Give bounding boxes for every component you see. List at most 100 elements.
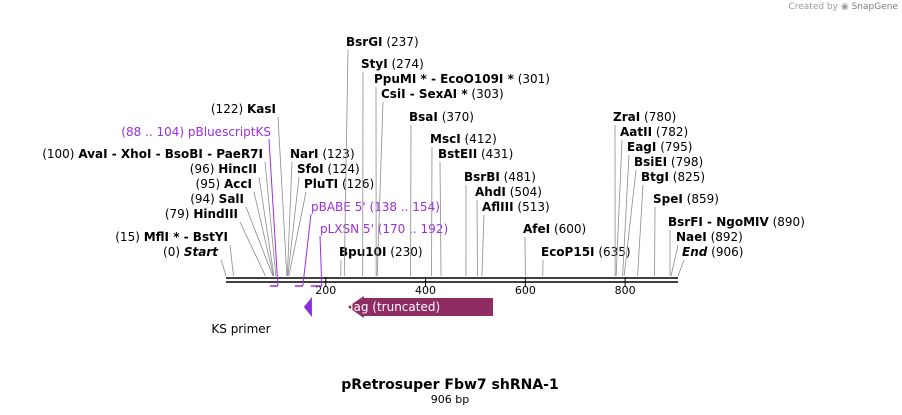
enzyme-name: AatII: [620, 125, 652, 139]
enzyme-pos: (303): [471, 87, 503, 101]
enzyme-btgi[interactable]: BtgI (825): [641, 170, 705, 184]
enzyme-name: NaeI: [676, 230, 707, 244]
enzyme-bpu10i[interactable]: Bpu10I (230): [339, 245, 423, 259]
leader-line: [439, 161, 442, 277]
enzyme-pos: (513): [517, 200, 549, 214]
enzyme-labels-right: NarI (123) SfoI (124) PluTI (126) Bpu10I…: [290, 35, 805, 259]
enzyme-pos: (0): [163, 245, 180, 259]
map-title: pRetrosuper Fbw7 shRNA-1: [341, 377, 558, 393]
enzyme-pos: (906): [711, 245, 743, 259]
enzyme-name: BsrBI: [464, 170, 500, 184]
axis-tick-label: 800: [615, 284, 636, 297]
enzyme-name: CsiI - SexAI *: [381, 87, 468, 101]
enzyme-start[interactable]: (0) Start: [163, 245, 219, 259]
enzyme-pos: (15): [115, 230, 140, 244]
ks-primer-label: KS primer: [211, 322, 270, 336]
axis-tick-label: 400: [415, 284, 436, 297]
enzyme-pos: (635): [598, 245, 630, 259]
enzyme-pluti[interactable]: PluTI (126): [304, 177, 374, 191]
enzyme-name: AvaI - XhoI - BsoBI - PaeR7I: [78, 147, 263, 161]
enzyme-ecop15i[interactable]: EcoP15I (635): [541, 245, 631, 259]
enzyme-name: AhdI: [475, 185, 506, 199]
leader-line: [239, 221, 266, 277]
ks-primer-arrow[interactable]: [303, 297, 312, 317]
enzyme-mfli-bstyi[interactable]: (15) MflI * - BstYI: [115, 230, 228, 244]
snapgene-logo-icon: ◉: [840, 2, 849, 12]
enzyme-pos: (79): [165, 207, 190, 221]
enzyme-hincii[interactable]: (96) HincII: [190, 162, 257, 176]
enzyme-pos: (780): [644, 110, 676, 124]
primer-pbluescriptks[interactable]: (88 .. 104) pBluescriptKS: [121, 125, 271, 139]
leader-line: [615, 139, 623, 277]
enzyme-name: End: [682, 245, 708, 259]
gag-feature-arrow[interactable]: [347, 296, 493, 318]
enzyme-name: Start: [184, 245, 219, 259]
enzyme-csii-sexai[interactable]: CsiI - SexAI * (303): [381, 87, 504, 101]
enzyme-name: AflIII: [482, 200, 514, 214]
enzyme-msci[interactable]: MscI (412): [430, 132, 497, 146]
enzyme-name: KasI: [247, 102, 276, 116]
enzyme-name: EcoP15I: [541, 245, 595, 259]
leader-line: [277, 116, 288, 277]
enzyme-bsrfi-ngomiv[interactable]: BsrFI - NgoMIV (890): [668, 215, 805, 229]
enzyme-pos: (301): [518, 72, 550, 86]
enzyme-ahdi[interactable]: AhdI (504): [475, 185, 542, 199]
enzyme-nari[interactable]: NarI (123): [290, 147, 355, 161]
enzyme-name: SfoI: [297, 162, 324, 176]
primer-name: pBluescriptKS: [188, 125, 271, 139]
enzyme-eagi[interactable]: EagI (795): [627, 140, 692, 154]
leader-line: [637, 184, 644, 277]
leader-line: [623, 169, 637, 277]
enzyme-pos: (122): [211, 102, 243, 116]
snapgene-credit: Created by ◉ SnapGene: [788, 2, 898, 12]
enzyme-afei[interactable]: AfeI (600): [523, 222, 586, 236]
enzyme-naei[interactable]: NaeI (892): [676, 230, 743, 244]
enzyme-name: BtgI: [641, 170, 669, 184]
primer-range: (170 .. 192): [378, 222, 448, 236]
enzyme-name: BsrGI: [346, 35, 383, 49]
enzyme-aatii[interactable]: AatII (782): [620, 125, 688, 139]
leader-line: [481, 214, 485, 277]
enzyme-end[interactable]: End (906): [682, 245, 743, 259]
enzyme-hindiii[interactable]: (79) HindIII: [165, 207, 238, 221]
primer-leader: [268, 138, 279, 287]
enzyme-name: SpeI: [653, 192, 683, 206]
enzyme-bsiei[interactable]: BsiEI (798): [634, 155, 703, 169]
enzyme-pos: (274): [392, 57, 424, 71]
enzyme-pos: (126): [342, 177, 374, 191]
enzyme-bsrgi[interactable]: BsrGI (237): [346, 35, 419, 49]
enzyme-name: ZraI: [613, 110, 640, 124]
primer-range: (88 .. 104): [121, 125, 184, 139]
primer-range: (138 .. 154): [369, 200, 439, 214]
enzyme-sali[interactable]: (94) SalI: [190, 192, 244, 206]
enzyme-kasi[interactable]: (122) KasI: [211, 102, 276, 116]
enzyme-styi[interactable]: StyI (274): [361, 57, 424, 71]
enzyme-name: HindIII: [193, 207, 238, 221]
enzyme-acci[interactable]: (95) AccI: [196, 177, 252, 191]
enzyme-bsrbi[interactable]: BsrBI (481): [464, 170, 536, 184]
primer-pbabe[interactable]: pBABE 5' (138 .. 154): [311, 200, 440, 214]
primer-leader: [302, 213, 312, 287]
primer-plxsn[interactable]: pLXSN 5' (170 .. 192): [320, 222, 448, 236]
enzyme-spei[interactable]: SpeI (859): [653, 192, 719, 206]
leader-line: [343, 49, 349, 277]
enzyme-ppumi-ecoo109i[interactable]: PpuMI * - EcoO109I * (301): [374, 72, 550, 86]
enzyme-name: BsrFI - NgoMIV: [668, 215, 769, 229]
enzyme-name: BstEII: [438, 147, 477, 161]
enzyme-pos: (825): [673, 170, 705, 184]
enzyme-name: NarI: [290, 147, 319, 161]
leader-line: [670, 244, 679, 277]
enzyme-afliii[interactable]: AflIII (513): [482, 200, 550, 214]
enzyme-pos: (94): [190, 192, 215, 206]
enzyme-zrai[interactable]: ZraI (780): [613, 110, 676, 124]
enzyme-bsai[interactable]: BsaI (370): [409, 110, 474, 124]
enzyme-bsteii[interactable]: BstEII (431): [438, 147, 513, 161]
gag-feature-label: gag (truncated): [346, 300, 440, 314]
enzyme-avai-xhoi-bsobi-paer7i[interactable]: (100) AvaI - XhoI - BsoBI - PaeR7I: [42, 147, 263, 161]
enzyme-pos: (859): [687, 192, 719, 206]
enzyme-sfoi[interactable]: SfoI (124): [297, 162, 360, 176]
enzyme-name: BsaI: [409, 110, 438, 124]
enzyme-name: HincII: [218, 162, 257, 176]
credit-brand: SnapGene: [851, 2, 898, 12]
enzyme-pos: (600): [554, 222, 586, 236]
